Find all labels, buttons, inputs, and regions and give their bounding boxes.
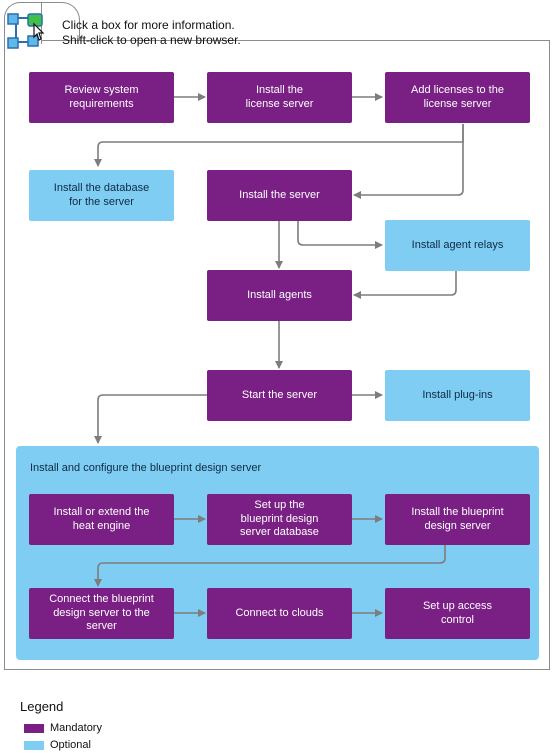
step-install-database[interactable]: Install the database for the server [29,170,174,221]
instructions-line-2: Shift-click to open a new browser. [62,33,241,47]
step-install-plugins[interactable]: Install plug-ins [385,370,530,421]
step-add-licenses[interactable]: Add licenses to the license server [385,72,530,123]
step-connect-blueprint-server-label: Connect the blueprint design server to t… [49,593,154,633]
step-start-server-label: Start the server [241,388,318,401]
legend-mandatory-label: Mandatory [50,722,102,734]
step-install-blueprint-server[interactable]: Install the blueprint design server [385,494,530,545]
legend-title: Legend [20,699,64,714]
step-connect-blueprint-server[interactable]: Connect the blueprint design server to t… [29,588,174,639]
arrow-bp-to-connect [94,545,446,587]
instructions: Click a box for more information. Shift-… [62,18,241,48]
step-install-license-server[interactable]: Install the license server [207,72,352,123]
frame-tab-corner [40,2,80,40]
arrow-server-to-relays [297,221,383,249]
step-setup-blueprint-db[interactable]: Set up the blueprint design server datab… [207,494,352,545]
step-install-server-label: Install the server [239,188,320,201]
arrow-add-to-db [94,124,464,167]
step-install-agents-label: Install agents [247,288,312,301]
flowchart-click-icon [7,13,45,49]
step-install-agent-relays[interactable]: Install agent relays [385,220,530,271]
legend-optional-swatch [24,741,44,750]
step-setup-access-control-label: Set up access control [422,600,493,626]
step-install-server[interactable]: Install the server [207,170,352,221]
step-setup-access-control[interactable]: Set up access control [385,588,530,639]
step-install-database-label: Install the database for the server [53,182,150,208]
step-setup-blueprint-db-label: Set up the blueprint design server datab… [240,499,319,539]
step-install-plugins-label: Install plug-ins [422,388,493,401]
arrow-add-to-server [353,124,464,199]
step-connect-clouds-label: Connect to clouds [235,606,324,619]
step-connect-clouds[interactable]: Connect to clouds [207,588,352,639]
step-add-licenses-label: Add licenses to the license server [411,84,504,110]
arrow-relays-to-agents [353,270,457,299]
step-install-agent-relays-label: Install agent relays [411,238,504,251]
step-install-heat-engine[interactable]: Install or extend the heat engine [29,494,174,545]
legend-mandatory-swatch [24,724,44,733]
step-start-server[interactable]: Start the server [207,370,352,421]
instructions-line-1: Click a box for more information. [62,18,235,32]
step-install-blueprint-server-label: Install the blueprint design server [411,506,504,532]
step-review-system-requirements[interactable]: Review system requirements [29,72,174,123]
step-install-license-server-label: Install the license server [245,84,314,110]
blueprint-group-title: Install and configure the blueprint desi… [30,462,262,474]
legend-optional-label: Optional [50,739,91,751]
step-install-agents[interactable]: Install agents [207,270,352,321]
arrow-start-to-group [94,394,207,444]
step-review-label: Review system requirements [64,84,139,110]
step-heat-engine-label: Install or extend the heat engine [53,506,150,532]
